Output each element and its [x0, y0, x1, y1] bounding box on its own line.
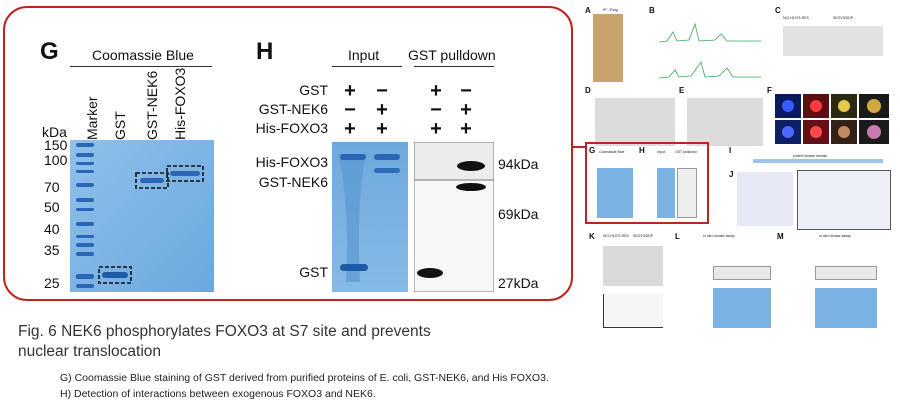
marker-150: 150 [44, 137, 68, 153]
marker-100: 100 [44, 152, 68, 168]
thumb-letter-g: G [589, 146, 596, 155]
sign-r1-c4: − [460, 80, 472, 102]
lane-label-marker: Marker [84, 96, 100, 140]
lane-label-his-foxo3: His-FOXO3 [172, 67, 188, 140]
thumb-letter-h: H [639, 146, 645, 155]
thumb-panel-i-domain [753, 159, 883, 163]
thumb-panel-b-spectra [655, 12, 765, 84]
legend-g: G) Coomassie Blue staining of GST derive… [60, 372, 549, 384]
sign-r1-c2: − [376, 80, 388, 102]
thumb-panel-g-gel [597, 168, 633, 218]
thumb-panel-a-gel [593, 14, 623, 82]
thumb-k-h1: NCI-H1975-RES [603, 234, 629, 238]
band-label-gst: GST [299, 264, 328, 280]
pulldown-blot-bottom [414, 180, 494, 292]
thumb-panel-f-microscopy [775, 94, 889, 144]
mw-69: 69kDa [498, 206, 539, 222]
marker-35: 35 [44, 242, 60, 258]
row-label-gst: GST [299, 82, 328, 98]
thumb-letter-c: C [775, 6, 781, 15]
thumb-i-title: protein kinase domain [793, 154, 828, 158]
thumb-panel-j-structure [737, 172, 793, 226]
thumb-letter-k: K [589, 232, 595, 241]
sign-r2-c4: + [460, 99, 472, 121]
thumb-letter-j: J [729, 170, 734, 179]
thumb-panel-l-blot [713, 266, 771, 280]
panel-g-letter: G [40, 38, 59, 65]
sign-r3-c3: + [430, 118, 442, 140]
row-label-gst-nek6: GST-NEK6 [258, 101, 328, 117]
thumb-letter-d: D [585, 86, 591, 95]
thumb-k-h2: SKOV3/DDP [633, 234, 654, 238]
thumb-panel-j-zoom [797, 170, 891, 230]
sign-r2-c2: + [376, 99, 388, 121]
input-gel [332, 142, 408, 292]
legend-h: H) Detection of interactions between exo… [60, 388, 376, 400]
marker-25: 25 [44, 275, 60, 291]
lane-label-gst-nek6: GST-NEK6 [144, 70, 160, 140]
band-label-his-foxo3: His-FOXO3 [255, 154, 328, 170]
thumb-letter-i: I [729, 146, 732, 155]
thumb-letter-b: B [649, 6, 655, 15]
panel-g-header-rule [70, 66, 212, 67]
col-input-rule [332, 66, 402, 67]
thumb-panel-k-blot [603, 246, 663, 286]
mw-94: 94kDa [498, 156, 539, 172]
sign-r2-c1: − [344, 99, 356, 121]
kda-label: kDa [42, 124, 67, 140]
coomassie-gel [70, 140, 214, 292]
col-input-label: Input [348, 47, 380, 63]
marker-50: 50 [44, 199, 60, 215]
thumb-letter-a: A [585, 6, 591, 15]
thumb-letter-m: M [777, 232, 784, 241]
thumb-c-h1: NCI-H1975-RES [783, 16, 809, 20]
mw-27: 27kDa [498, 275, 539, 291]
thumb-h-pull: GST pulldown [675, 150, 697, 154]
thumb-letter-f: F [767, 86, 772, 95]
thumb-panel-h-pulldown [677, 168, 697, 218]
thumb-panel-c-blot [783, 26, 883, 56]
sign-r3-c2: + [376, 118, 388, 140]
thumb-panel-l-gel [713, 288, 771, 328]
thumb-panel-d-blot [595, 98, 675, 146]
col-pulldown-rule [414, 66, 494, 67]
sign-r3-c4: + [460, 118, 472, 140]
band-label-gst-nek6: GST-NEK6 [258, 174, 328, 190]
sign-r2-c3: − [430, 99, 442, 121]
figure-title-line2: nuclear translocation [18, 343, 162, 360]
lane-label-gst: GST [112, 111, 128, 140]
marker-40: 40 [44, 221, 60, 237]
thumb-panel-m-blot [815, 266, 877, 280]
thumb-m-title: In vitro kinase assay [819, 234, 851, 238]
sign-r1-c3: + [430, 80, 442, 102]
thumb-highlight-frame [585, 142, 709, 224]
col-pulldown-label: GST pulldown [408, 47, 496, 63]
zoom-connector [571, 146, 587, 148]
thumb-g-title: Coomassie Blue [599, 150, 625, 154]
pulldown-blot-top [414, 142, 494, 180]
thumb-letter-e: E [679, 86, 685, 95]
panel-h-letter: H [256, 38, 274, 65]
thumb-panel-h-input [657, 168, 675, 218]
row-label-his-foxo3: His-FOXO3 [255, 120, 328, 136]
marker-70: 70 [44, 179, 60, 195]
thumb-c-h2: SKOV3/DDP [833, 16, 854, 20]
thumb-panel-k-graph [603, 294, 663, 328]
thumb-letter-l: L [675, 232, 680, 241]
panel-g-header: Coomassie Blue [92, 47, 194, 63]
thumb-l-title: In vitro kinase assay [703, 234, 735, 238]
thumb-panel-m-gel [815, 288, 877, 328]
sign-r1-c1: + [344, 80, 356, 102]
thumb-panel-e-blot [687, 98, 763, 146]
thumb-h-input: Input [657, 150, 665, 154]
sign-r3-c1: + [344, 118, 356, 140]
figure-title-line1: Fig. 6 NEK6 phosphorylates FOXO3 at S7 s… [18, 323, 431, 340]
figure-thumbnail: A IP : Flag B C NCI-H1975-RES SKOV3/DDP … [583, 4, 895, 334]
thumb-a-title: IP : Flag [603, 7, 618, 12]
